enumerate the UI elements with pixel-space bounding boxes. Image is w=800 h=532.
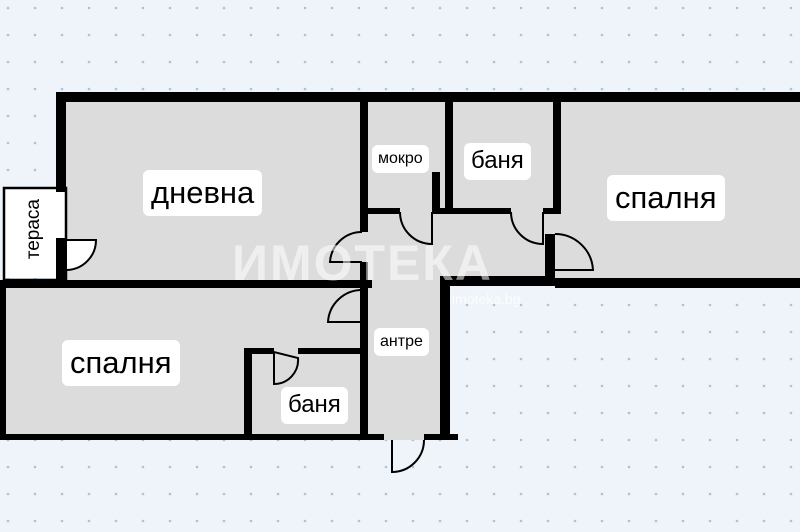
door-utility	[399, 211, 433, 246]
room-label-bath-bottom: баня	[281, 387, 348, 424]
door-living	[328, 230, 363, 263]
walls	[0, 92, 800, 440]
room-label-hall: антре	[374, 328, 429, 356]
door-bedroom-left	[326, 288, 363, 323]
room-label-living: дневна	[143, 170, 263, 216]
door-entrance	[391, 439, 425, 474]
room-label-bath-top: баня	[464, 143, 531, 180]
door-terrace	[65, 239, 98, 272]
door-bedroom-right	[554, 232, 595, 271]
room-label-terrace: тераса	[20, 194, 47, 265]
room-label-bedroom-left: спалня	[62, 340, 180, 386]
terrace-outline	[2, 186, 68, 282]
watermark-url: imoteka.bg	[452, 291, 521, 307]
room-label-bedroom-right: спалня	[607, 175, 725, 221]
watermark-brand: ИМОТЕКА	[232, 235, 493, 291]
door-bath-top	[510, 211, 544, 246]
door-bath-bottom	[273, 350, 300, 386]
room-label-utility: мокро	[372, 145, 429, 173]
door-swings	[65, 211, 595, 474]
